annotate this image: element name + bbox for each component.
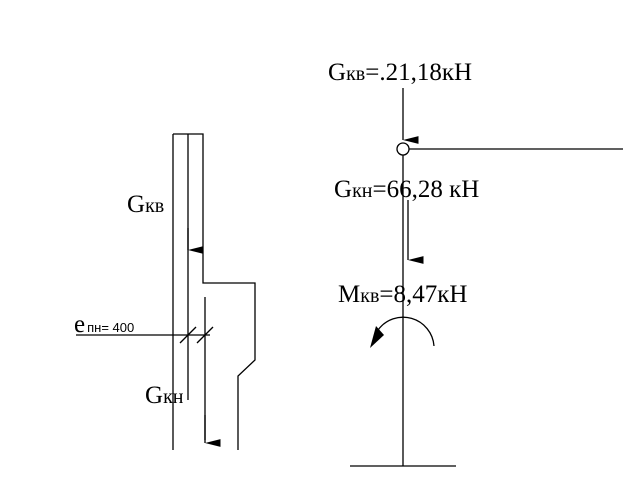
lower-load-value-label: Gкн=66,28 кН <box>334 176 479 203</box>
upper-load-value-label: Gкв=.21,18кН <box>328 59 472 86</box>
left-upper-load-label: Gкв <box>127 191 164 218</box>
column-outline <box>172 133 256 450</box>
left-lower-load-label: Gкн <box>145 382 184 409</box>
moment-arrowhead <box>370 326 384 348</box>
column-elevation <box>76 133 256 450</box>
design-scheme <box>350 88 623 467</box>
dimension-tick-2 <box>196 326 214 344</box>
hinge-node <box>396 142 410 156</box>
moment-value-label: Mкв=8,47кН <box>338 281 467 308</box>
moment-arc <box>377 316 435 347</box>
dimension-tick-1 <box>179 326 197 344</box>
